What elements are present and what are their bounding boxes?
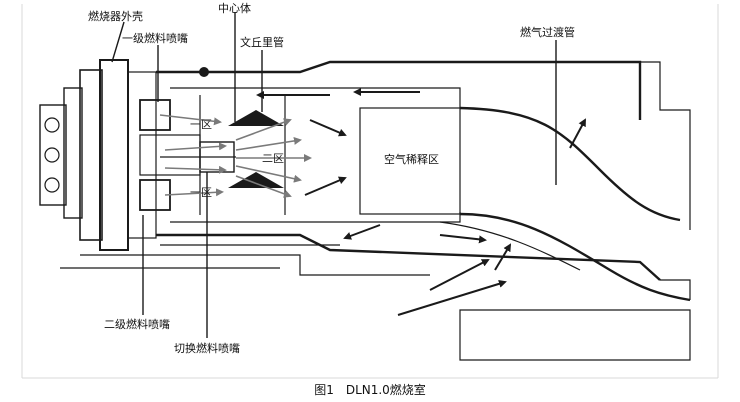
combustion-liner — [156, 60, 661, 281]
figure-frame — [21, 4, 719, 379]
lower-casing — [60, 244, 430, 276]
label-venturi: 文丘里管 — [240, 35, 284, 49]
label-dilution-zone: 空气稀释区 — [384, 152, 439, 166]
label-burner-casing: 燃烧器外壳 — [88, 9, 143, 23]
center-body — [160, 141, 236, 173]
leader-lines — [111, 12, 557, 338]
label-transition-piece: 燃气过渡管 — [520, 25, 575, 39]
label-zone-one-upper: 一区 — [190, 118, 212, 131]
label-center-body: 中心体 — [218, 1, 251, 15]
label-zone-two: 二区 — [262, 152, 284, 165]
label-zone-one-lower: 一区 — [190, 186, 212, 199]
label-primary-nozzle: 一级燃料喷嘴 — [122, 31, 188, 45]
figure-caption: 图1 DLN1.0燃烧室 — [314, 382, 426, 397]
air-flow-arrows — [256, 88, 586, 316]
venturi-throat — [228, 110, 284, 188]
label-secondary-nozzle: 二级燃料喷嘴 — [104, 317, 170, 331]
transition-duct — [439, 61, 691, 361]
flame-arrows — [159, 114, 312, 198]
burner-end-cover — [39, 59, 209, 251]
label-transfer-nozzle: 切换燃料喷嘴 — [174, 341, 240, 355]
